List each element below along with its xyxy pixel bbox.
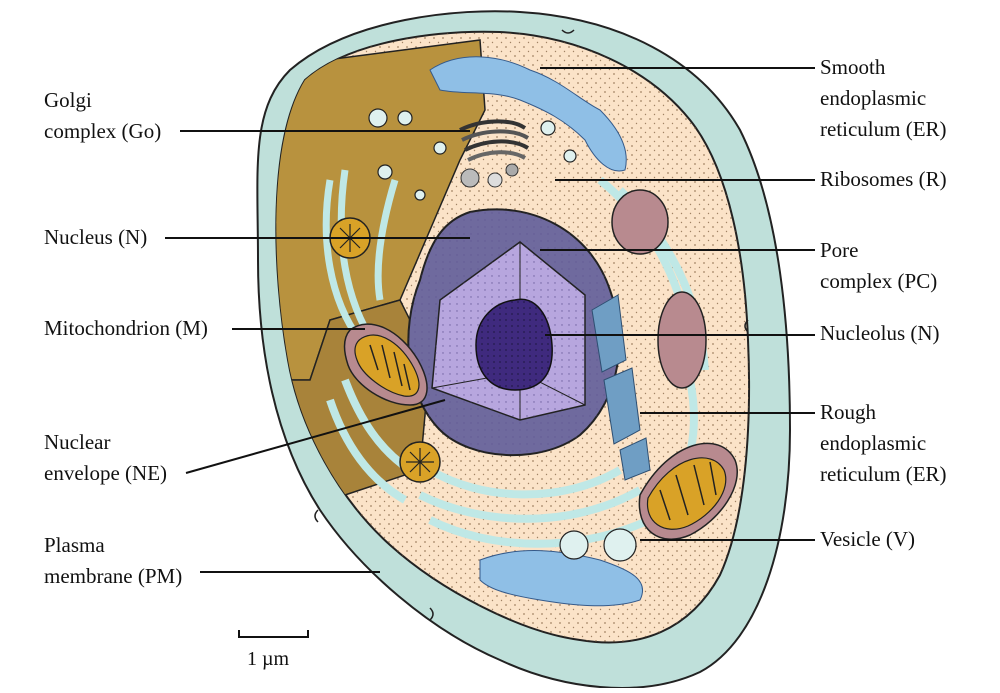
smooth-er [429, 56, 643, 607]
mitochondrion [343, 323, 428, 406]
vesicle [603, 528, 637, 562]
label-ribosomes: Ribosomes (R) [820, 167, 947, 191]
leader-lines [165, 67, 815, 573]
label-nucleolus: Nucleolus (N) [820, 321, 940, 345]
label-plasma-membrane: Plasma membrane (PM) [44, 533, 183, 588]
label-mitochondrion: Mitochondrion (M) [44, 316, 208, 340]
vacuole [657, 291, 707, 389]
scale-bar-label: 1 µm [247, 648, 290, 670]
vacuole [611, 189, 669, 255]
label-nucleus: Nucleus (N) [44, 225, 148, 249]
scale-bar [238, 630, 309, 638]
label-nuclear-envelope: Nuclear envelope (NE) [44, 430, 168, 485]
label-smooth-er: Smooth endoplasmic reticulum (ER) [820, 55, 947, 141]
mitochondrion [638, 442, 738, 540]
golgi-complex [459, 119, 530, 188]
label-rough-er: Rough endoplasmic reticulum (ER) [820, 400, 947, 486]
label-pore-complex: Pore complex (PC) [820, 238, 938, 293]
rough-er [591, 294, 651, 481]
label-vesicle: Vesicle (V) [820, 527, 916, 551]
label-golgi-complex: Golgi complex (Go) [44, 88, 162, 143]
